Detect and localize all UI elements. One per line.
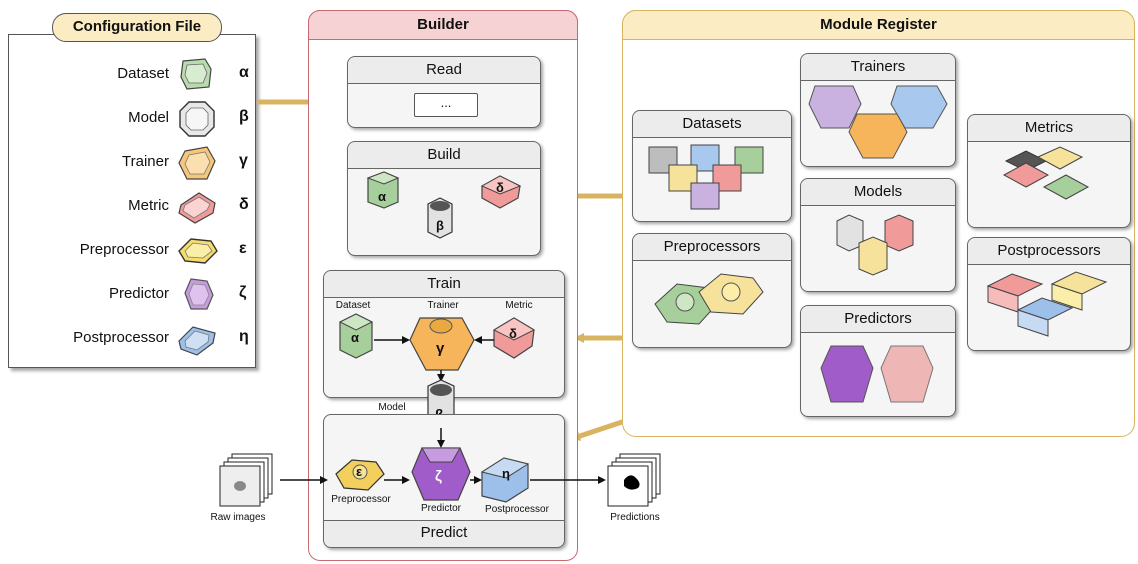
config-symbol-trainer: γ [239, 152, 248, 169]
build-symbol-delta: δ [496, 180, 504, 195]
module-predictors-title: Predictors [801, 306, 955, 333]
train-title: Train [324, 271, 564, 298]
model-icon [179, 101, 215, 137]
config-symbol-model: β [239, 108, 249, 125]
raw-images-icon [219, 453, 273, 507]
train-model-label: Model [378, 402, 406, 413]
predict-footer [324, 520, 564, 547]
metric-icon [178, 192, 216, 224]
train-symbol-trainer: γ [436, 340, 445, 357]
config-symbol-preprocessor: ε [239, 240, 247, 257]
config-row-dataset: Dataset α [9, 55, 249, 95]
config-row-model: Model β [9, 99, 249, 139]
preprocessors-icons [654, 273, 764, 325]
module-datasets-title: Datasets [633, 111, 791, 138]
predictions-icon [607, 453, 661, 507]
module-metrics-title: Metrics [968, 115, 1130, 142]
predict-symbol-pre: ε [356, 464, 363, 479]
read-panel: Read ... [347, 56, 541, 128]
config-label-predictor: Predictor [108, 285, 169, 302]
module-models-title: Models [801, 179, 955, 206]
config-row-predictor: Predictor ζ [9, 275, 249, 315]
train-trainer-label: Trainer [427, 300, 459, 311]
module-metrics: Metrics [967, 114, 1131, 228]
predict-preprocessor-icon [335, 459, 385, 491]
build-panel: Build α β δ [347, 141, 541, 256]
config-label-model: Model [128, 109, 169, 126]
read-title: Read [348, 57, 540, 84]
postprocessors-icons [986, 271, 1108, 337]
build-icons [366, 171, 522, 239]
config-panel: Dataset α Model β Trainer γ Metric [8, 34, 256, 368]
config-symbol-metric: δ [239, 196, 249, 213]
predict-title: Predict [420, 524, 468, 541]
build-symbol-alpha: α [378, 189, 386, 204]
build-model-icon [427, 197, 453, 239]
module-postprocessors: Postprocessors [967, 237, 1131, 351]
module-preprocessors: Preprocessors [632, 233, 792, 348]
predict-predictor-icon [411, 447, 471, 501]
module-models: Models [800, 178, 956, 292]
build-title: Build [348, 142, 540, 169]
module-trainers-title: Trainers [801, 54, 955, 81]
train-dataset-icon [338, 313, 374, 359]
module-trainers: Trainers [800, 53, 956, 167]
module-datasets: Datasets [632, 110, 792, 222]
config-label-postprocessor: Postprocessor [73, 329, 169, 346]
config-row-postprocessor: Postprocessor η [9, 319, 249, 359]
config-label-metric: Metric [128, 197, 169, 214]
postprocessor-icon [178, 326, 216, 356]
metrics-icons [1002, 146, 1090, 200]
trainer-icon [178, 146, 216, 180]
predict-symbol-post: η [502, 466, 510, 481]
arrow-register-to-predict [570, 417, 629, 441]
datasets-icons [648, 144, 764, 210]
build-metric-icon [480, 175, 522, 209]
config-label-dataset: Dataset [117, 65, 169, 82]
config-symbol-predictor: ζ [239, 284, 247, 301]
config-row-trainer: Trainer γ [9, 143, 249, 183]
train-trainer-icon [409, 317, 475, 371]
trainers-icons [808, 85, 948, 159]
train-dataset-label: Dataset [335, 300, 371, 311]
module-postprocessors-title: Postprocessors [968, 238, 1130, 265]
preprocessor-icon [178, 238, 218, 264]
config-symbol-postprocessor: η [239, 328, 249, 345]
predict-postprocessor-icon [480, 457, 530, 503]
predictions-label: Predictions [610, 512, 660, 523]
read-content: ... [414, 93, 478, 117]
predictors-icons [820, 345, 934, 403]
config-row-preprocessor: Preprocessor ε [9, 231, 249, 271]
predict-predictor-label: Predictor [420, 503, 461, 514]
predict-preprocessor-label: Preprocessor [331, 494, 391, 505]
models-icons [836, 214, 914, 276]
config-rows: Dataset α Model β Trainer γ Metric [9, 49, 255, 359]
train-symbol-dataset: α [351, 330, 359, 345]
config-row-metric: Metric δ [9, 187, 249, 227]
build-dataset-icon [366, 171, 400, 209]
train-metric-label: Metric [505, 300, 533, 311]
predict-symbol-pred: ζ [435, 468, 442, 485]
module-preprocessors-title: Preprocessors [633, 234, 791, 261]
predict-postprocessor-label: Postprocessor [485, 504, 549, 515]
dataset-icon [180, 58, 212, 90]
register-title: Module Register [622, 10, 1135, 40]
build-symbol-beta: β [436, 218, 444, 233]
config-label-preprocessor: Preprocessor [79, 241, 169, 258]
config-label-trainer: Trainer [122, 153, 169, 170]
config-title: Configuration File [52, 13, 222, 42]
module-predictors: Predictors [800, 305, 956, 417]
train-symbol-metric: δ [509, 326, 517, 341]
predictor-icon [184, 278, 214, 310]
builder-title: Builder [308, 10, 578, 40]
raw-images-label: Raw images [210, 512, 266, 523]
train-metric-icon [492, 317, 536, 359]
config-symbol-dataset: α [239, 64, 249, 81]
